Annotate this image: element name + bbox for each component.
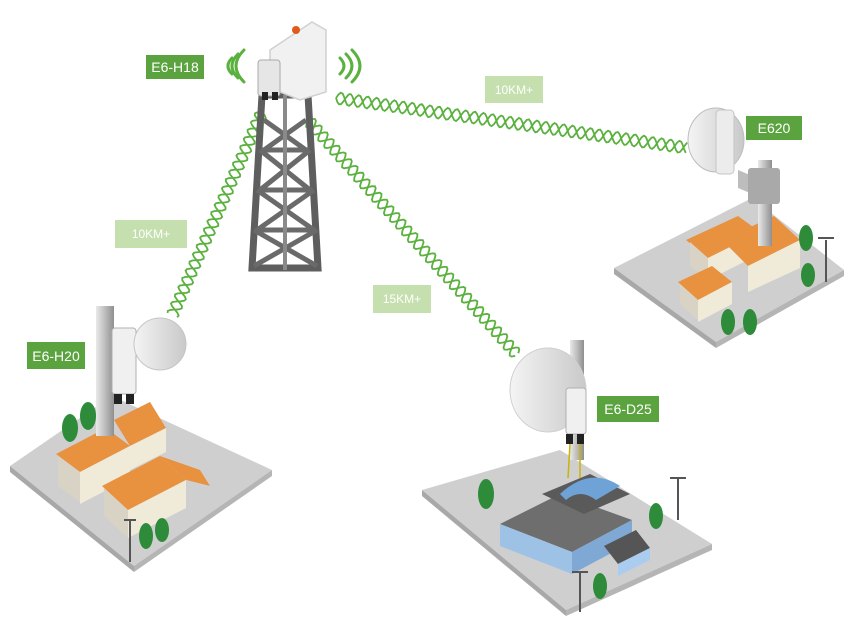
distance-label-to-e6-d25: 15KM+ [373,285,431,313]
signal-links [166,91,688,358]
label-e6-d25: E6-D25 [597,396,659,422]
site-e6-d25 [422,340,712,616]
label-e6-h20: E6-H20 [27,342,85,369]
site-e620 [614,107,844,348]
distance-label-to-e620: 10KM+ [485,76,543,103]
link-wave-to-e6-h20 [166,111,267,318]
label-e6-h18: E6-H18 [146,55,204,79]
link-wave-to-e620 [335,91,688,154]
site-e6-h20 [10,306,272,572]
label-e620: E620 [746,116,802,140]
central-tower [248,21,327,272]
distance-label-to-e6-h20: 10KM+ [115,220,187,248]
link-wave-to-e6-d25 [305,117,521,358]
broadcast-arcs-icon [226,48,362,84]
